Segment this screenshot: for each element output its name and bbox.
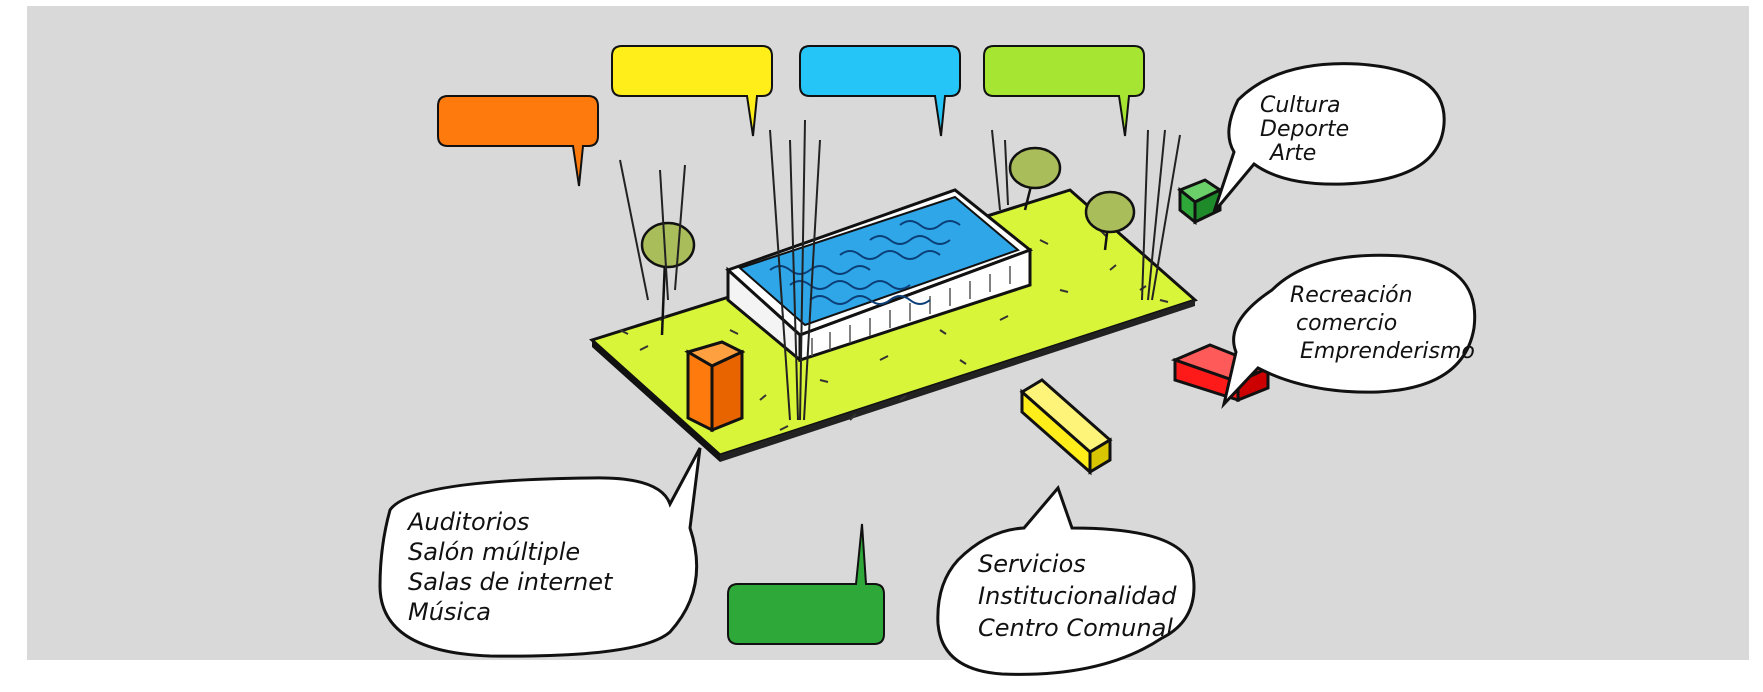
orange-block (688, 342, 742, 430)
